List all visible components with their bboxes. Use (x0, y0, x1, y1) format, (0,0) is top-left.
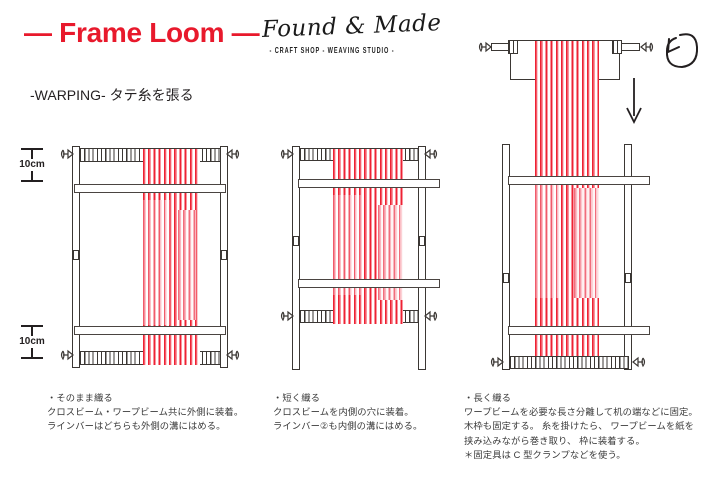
dimension-tick-top (21, 148, 43, 150)
caption-weave-long: ・長く織る ワープビームを必要な長さ分離して机の端などに固定。 木枠も固定する。… (464, 393, 698, 460)
wing-nut-icon (478, 40, 494, 54)
dimension-stem (31, 348, 33, 357)
warp-threads-soft (178, 210, 196, 320)
warp-threads-soft (535, 178, 561, 298)
wing-nut-icon (224, 348, 240, 362)
line-bar-notch-left (293, 236, 299, 246)
wing-nut-icon (638, 40, 654, 54)
dimension-stem (31, 327, 33, 336)
brand-logo-tagline: - CRAFT SHOP - WEAVING STUDIO - (269, 47, 395, 56)
cross-beam-top (508, 176, 650, 185)
section-subtitle: -WARPING- タテ糸を張る (30, 87, 194, 103)
line-bar-notch-right (625, 273, 631, 283)
brand-logo: Found & Made - CRAFT SHOP - WEAVING STUD… (261, 10, 441, 56)
warp-beam-comb-bottom (509, 356, 629, 369)
loom-diagram-1 (60, 140, 240, 370)
warp-threads-soft (143, 200, 170, 325)
cross-beam-bottom (298, 279, 440, 288)
line-bar-notch-right (419, 236, 425, 246)
wing-nut-icon (224, 147, 240, 161)
cross-beam-top (74, 184, 226, 193)
frame-post-right (418, 146, 426, 370)
dimension-stem (31, 171, 33, 180)
wing-nut-icon (490, 355, 506, 369)
page-title: — Frame Loom — (24, 17, 260, 48)
loom-diagram-3 (478, 28, 678, 370)
wing-nut-icon (60, 348, 76, 362)
wing-nut-icon (630, 355, 646, 369)
caption-weave-as-is: ・そのまま織る クロスビーム・ワープビーム共に外側に装着。 ラインバーはどちらも… (47, 393, 244, 432)
cross-beam-bottom (74, 326, 226, 335)
cross-beam-bottom (508, 326, 650, 335)
frame-post-right (624, 144, 632, 370)
warp-threads-soft (574, 188, 599, 298)
wing-nut-icon (422, 309, 438, 323)
dimension-bottom: 10cm (10, 325, 54, 359)
line-bar-notch-left (73, 250, 79, 260)
dimension-top-label: 10cm (19, 159, 45, 170)
cross-beam-top (298, 179, 440, 188)
wing-nut-icon (422, 147, 438, 161)
dimension-stem (31, 150, 33, 159)
frame-post-left (502, 144, 510, 370)
unwind-direction-arrow-icon (623, 76, 645, 131)
dimension-tick-top (21, 325, 43, 327)
frame-post-left (292, 146, 300, 370)
loom-diagram-2 (268, 140, 448, 370)
caption-weave-short: ・短く織る クロスビームを内側の穴に装着。 ラインバー②も内側の溝にはめる。 (273, 393, 423, 432)
roller-collar-left (508, 40, 518, 54)
dimension-tick-bottom (21, 357, 43, 359)
warp-threads-soft (333, 195, 361, 295)
rotate-counterclockwise-arrow-icon (660, 27, 704, 78)
dimension-top: 10cm (10, 148, 54, 182)
dimension-bottom-label: 10cm (19, 336, 45, 347)
wing-nut-icon (280, 309, 296, 323)
line-bar-notch-left (503, 273, 509, 283)
wing-nut-icon (60, 147, 76, 161)
roller-collar-right (612, 40, 622, 54)
dimension-tick-bottom (21, 180, 43, 182)
wing-nut-icon (280, 147, 296, 161)
line-bar-notch-right (221, 250, 227, 260)
brand-logo-script: Found & Made (261, 10, 442, 43)
